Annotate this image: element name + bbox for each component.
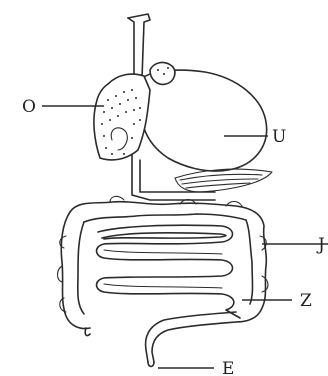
label-stomach: U (272, 127, 286, 147)
label-small-intestine: Z (300, 291, 312, 311)
oesophagus (128, 14, 150, 78)
label-liver: O (22, 97, 36, 117)
small-intestine (97, 225, 241, 318)
label-anus: E (222, 359, 234, 376)
label-large-intestine: J (316, 235, 325, 255)
rectum (85, 312, 236, 367)
pancreas (175, 169, 272, 192)
large-intestine (58, 196, 269, 328)
stomach (139, 70, 266, 171)
